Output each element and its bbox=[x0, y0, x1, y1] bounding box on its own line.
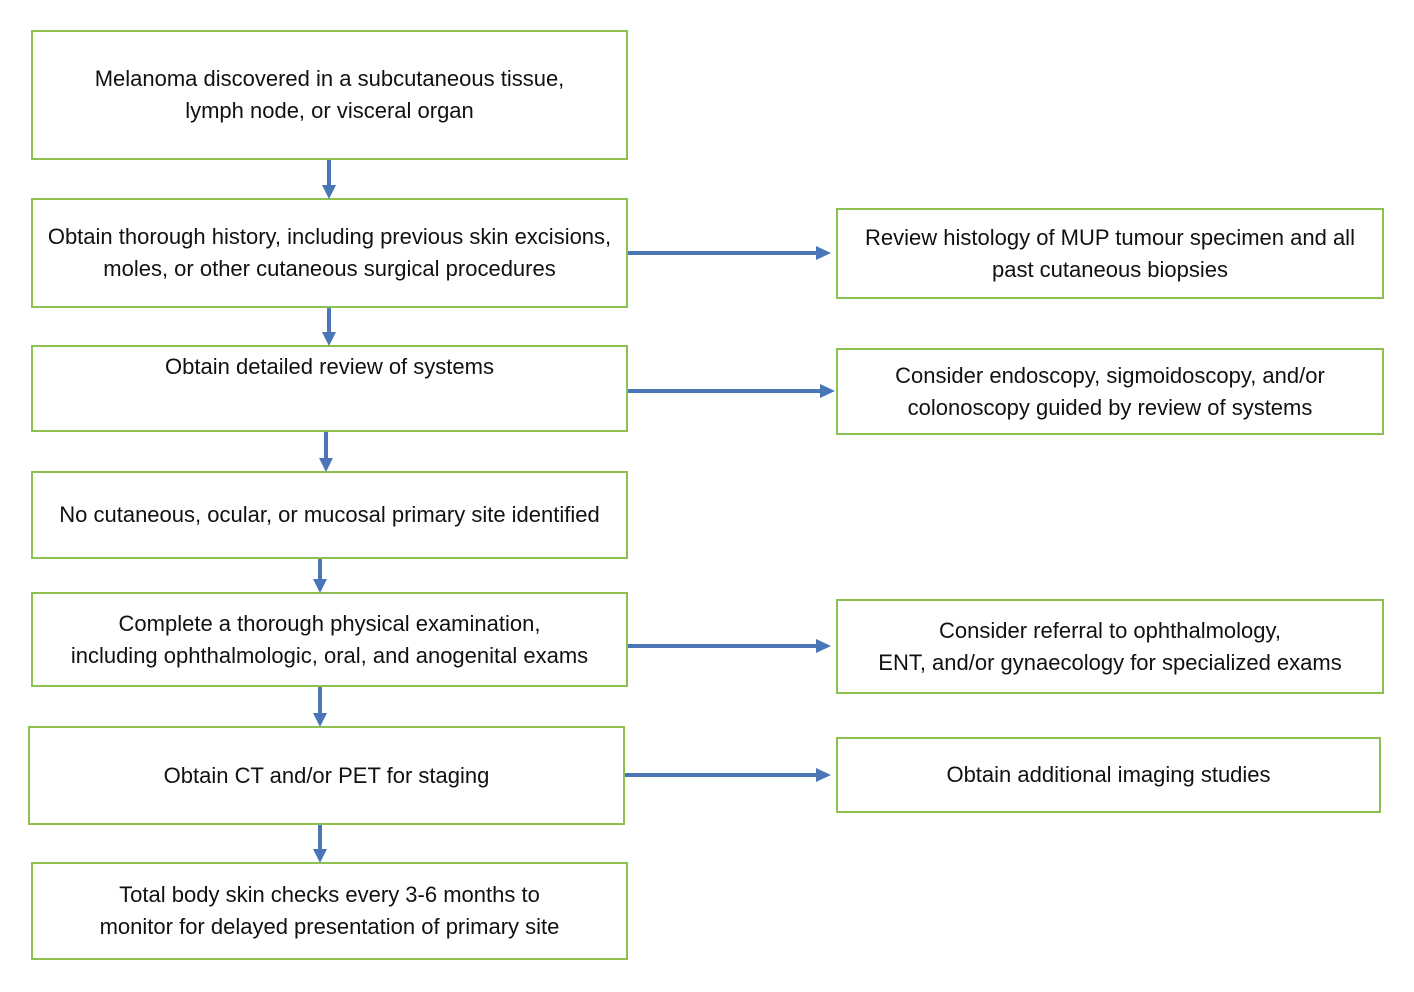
step-text-line: ENT, and/or gynaecology for specialized … bbox=[878, 649, 1342, 675]
arrowhead-down-4 bbox=[313, 579, 327, 593]
step-text-line: Obtain additional imaging studies bbox=[946, 762, 1271, 787]
step-text-line: Complete a thorough physical examination… bbox=[118, 610, 541, 636]
step-total-body-skin-checks: Total body skin checks every 3-6 months … bbox=[31, 862, 628, 960]
step-ct-pet-staging: Obtain CT and/or PET for staging bbox=[28, 726, 625, 825]
step-additional-imaging: Obtain additional imaging studies bbox=[836, 737, 1381, 813]
arrowhead-down-2 bbox=[322, 332, 336, 346]
step-melanoma-discovered: Melanoma discovered in a subcutaneous ti… bbox=[31, 30, 628, 160]
step-text-line: Consider endoscopy, sigmoidoscopy, and/o… bbox=[895, 362, 1325, 388]
arrowhead-down-6 bbox=[313, 849, 327, 863]
step-text-line: Obtain detailed review of systems bbox=[165, 354, 494, 379]
arrowhead-down-5 bbox=[313, 713, 327, 727]
arrowhead-right-1 bbox=[816, 246, 831, 260]
step-text-line: Consider referral to ophthalmology, bbox=[939, 617, 1281, 643]
arrowhead-down-1 bbox=[322, 185, 336, 199]
step-text-line: Obtain thorough history, including previ… bbox=[47, 224, 612, 249]
step-text-line: including ophthalmologic, oral, and anog… bbox=[70, 642, 589, 668]
step-text-line: past cutaneous biopsies bbox=[991, 256, 1229, 282]
arrowhead-down-3 bbox=[319, 458, 333, 472]
step-text-line: Total body skin checks every 3-6 months … bbox=[119, 882, 540, 907]
step-consider-endoscopy: Consider endoscopy, sigmoidoscopy, and/o… bbox=[836, 348, 1384, 435]
step-review-histology: Review histology of MUP tumour specimen … bbox=[836, 208, 1384, 299]
step-obtain-history: Obtain thorough history, including previ… bbox=[31, 198, 628, 308]
arrowhead-right-4 bbox=[816, 768, 831, 782]
step-text-line: colonoscopy guided by review of systems bbox=[907, 394, 1313, 420]
step-text-line: No cutaneous, ocular, or mucosal primary… bbox=[59, 502, 600, 527]
step-text-line: Melanoma discovered in a subcutaneous ti… bbox=[94, 66, 565, 91]
step-consider-referral: Consider referral to ophthalmology, ENT,… bbox=[836, 599, 1384, 694]
step-review-of-systems: Obtain detailed review of systems bbox=[31, 345, 628, 432]
step-text-line: monitor for delayed presentation of prim… bbox=[99, 914, 560, 939]
step-no-primary-site: No cutaneous, ocular, or mucosal primary… bbox=[31, 471, 628, 559]
step-physical-examination: Complete a thorough physical examination… bbox=[31, 592, 628, 687]
arrowhead-right-2 bbox=[820, 384, 835, 398]
step-text-line: Review histology of MUP tumour specimen … bbox=[865, 224, 1355, 250]
step-text-line: Obtain CT and/or PET for staging bbox=[163, 762, 490, 788]
step-text-line: moles, or other cutaneous surgical proce… bbox=[103, 256, 556, 281]
arrowhead-right-3 bbox=[816, 639, 831, 653]
step-text-line: lymph node, or visceral organ bbox=[185, 98, 474, 123]
